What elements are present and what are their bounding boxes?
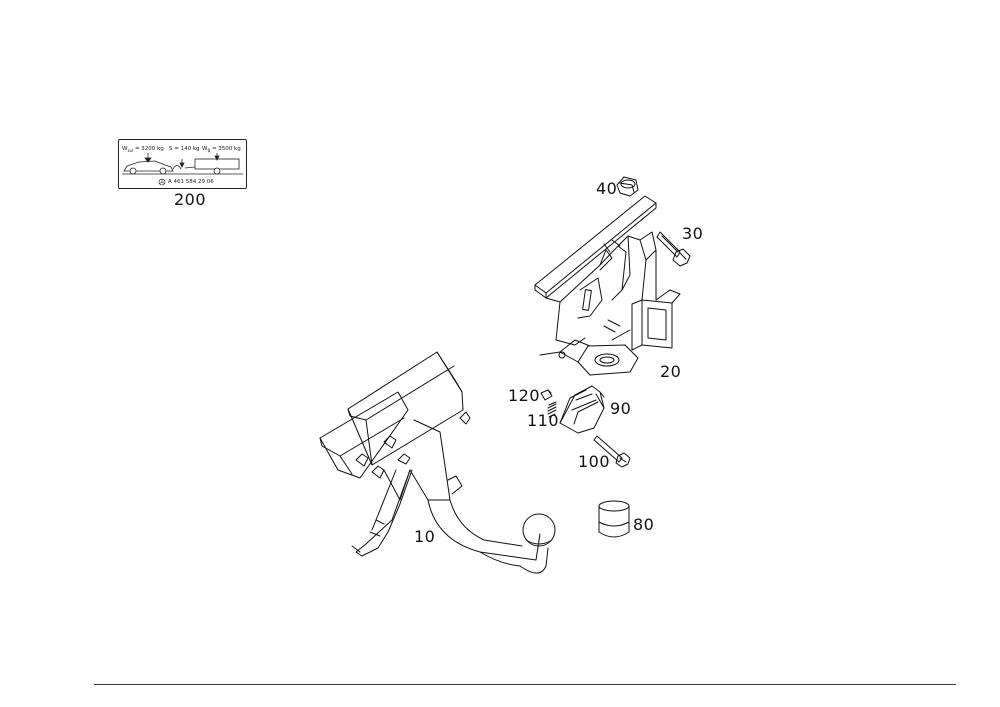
part-20-mount-bracket [534, 195, 681, 376]
part-10-towbar [319, 351, 556, 574]
placard-car-trailer-icon [122, 153, 243, 186]
callout-90: 90 [610, 399, 632, 418]
callout-30: 30 [682, 224, 704, 243]
part-90-housing [559, 385, 605, 434]
callout-110: 110 [527, 411, 560, 430]
callout-100: 100 [578, 452, 611, 471]
part-30-bolt [656, 231, 691, 267]
callout-80: 80 [633, 515, 655, 534]
part-80-cap [598, 500, 630, 538]
callout-10: 10 [414, 527, 436, 546]
placard-part-number: A 461 584 29 06 [168, 179, 214, 185]
callout-20: 20 [660, 362, 682, 381]
placard-w-b: WB = 3500 kg [202, 146, 241, 154]
load-placard: Wzul = 3200 kg S = 140 kg WB = 3500 kg A… [118, 139, 247, 189]
part-110-spring [547, 401, 557, 418]
callout-200: 200 [174, 190, 207, 209]
footer-rule [94, 684, 956, 685]
callout-40: 40 [596, 179, 618, 198]
callout-120: 120 [508, 386, 541, 405]
part-100-bolt [593, 435, 631, 468]
placard-s: S = 140 kg [169, 146, 200, 152]
part-40-cap [616, 176, 639, 197]
part-120-plug [540, 389, 553, 401]
placard-w-zul: Wzul = 3200 kg [122, 146, 164, 154]
